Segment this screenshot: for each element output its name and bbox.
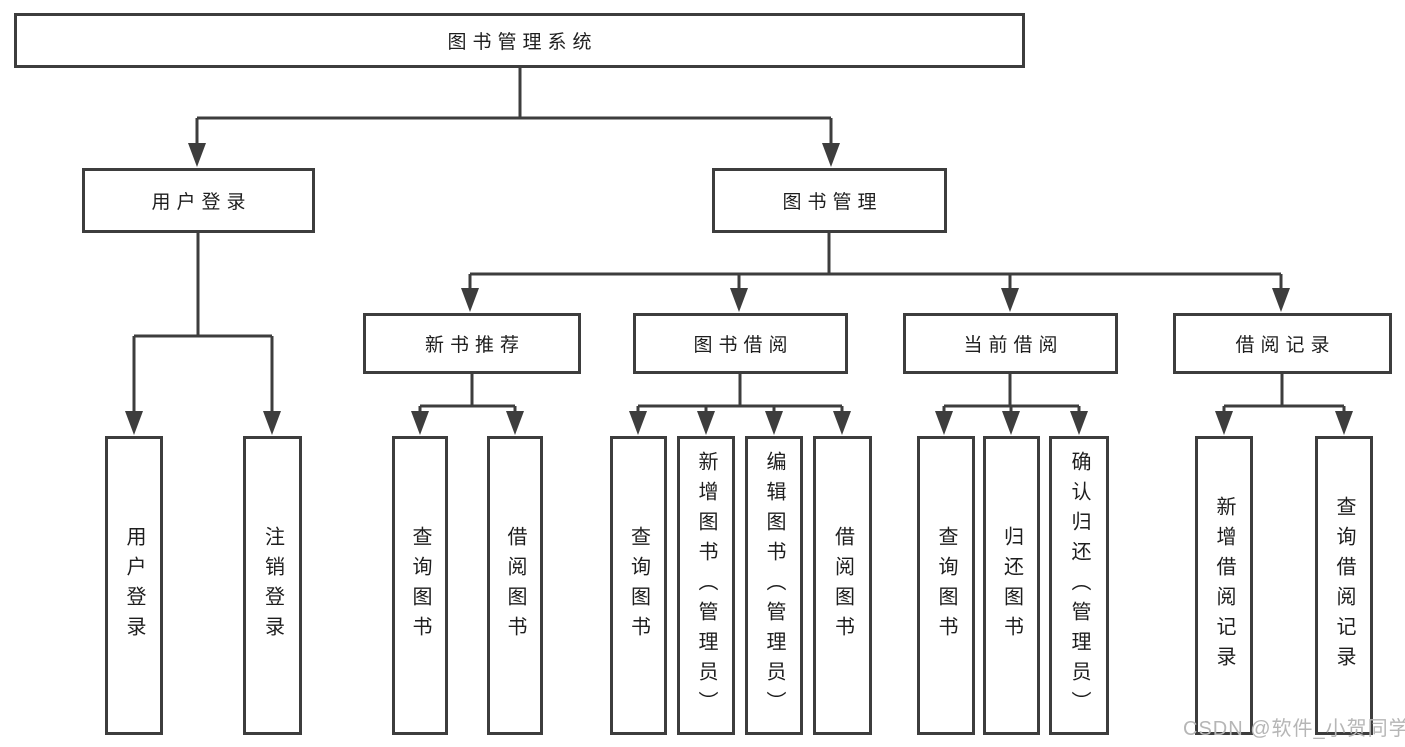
arrowhead-icon [1002,411,1020,435]
leaf-add-borrow-record: 新增借阅记录 [1195,436,1253,735]
node-root-library-system: 图书管理系统 [14,13,1025,68]
leaf-label: 确认归还（管理员） [1068,450,1090,721]
leaf-label: 查询图书 [935,525,957,646]
leaf-label: 归还图书 [1000,525,1023,646]
leaf-return-books: 归还图书 [983,436,1040,735]
arrowhead-icon [1272,288,1290,312]
arrowhead-icon [833,411,851,435]
node-new-book-recommend: 新书推荐 [363,313,581,374]
leaf-label: 编辑图书（管理员） [763,450,785,721]
arrowhead-icon [730,288,748,312]
arrowhead-icon [506,411,524,435]
arrowhead-icon [188,143,206,167]
leaf-query-books-current: 查询图书 [917,436,975,735]
node-label: 图书管理 [782,192,883,213]
node-user-login: 用户登录 [82,168,315,233]
watermark: CSDN @软件_小贺同学 [1183,718,1405,740]
node-borrow-records: 借阅记录 [1173,313,1392,374]
leaf-label: 注销登录 [261,525,284,646]
arrowhead-icon [935,411,953,435]
leaf-borrow-books-recommend: 借阅图书 [487,436,543,735]
leaf-label: 用户登录 [123,525,145,646]
leaf-query-books-borrow: 查询图书 [610,436,667,735]
leaf-label: 新增图书（管理员） [695,450,717,721]
arrowhead-icon [263,411,281,435]
leaf-add-books-admin: 新增图书（管理员） [677,436,735,735]
arrowhead-icon [125,411,143,435]
arrowhead-icon [765,411,783,435]
arrowhead-icon [1001,288,1019,312]
leaf-borrow-books: 借阅图书 [813,436,872,735]
node-label: 图书借阅 [693,335,794,356]
leaf-logout: 注销登录 [243,436,302,735]
leaf-confirm-return-admin: 确认归还（管理员） [1049,436,1109,735]
arrowhead-icon [1335,411,1353,435]
node-book-borrow: 图书借阅 [633,313,848,374]
leaf-label: 查询图书 [627,525,650,646]
arrowhead-icon [1215,411,1233,435]
node-label: 当前借阅 [963,335,1064,356]
node-book-management: 图书管理 [712,168,947,233]
node-label: 用户登录 [151,192,252,213]
leaf-label: 借阅图书 [831,525,854,646]
leaf-user-login: 用户登录 [105,436,163,735]
node-label: 图书管理系统 [447,32,598,53]
node-label: 新书推荐 [424,335,525,356]
arrowhead-icon [1070,411,1088,435]
arrowhead-icon [411,411,429,435]
node-current-borrow: 当前借阅 [903,313,1118,374]
arrowhead-icon [822,143,840,167]
leaf-query-borrow-record: 查询借阅记录 [1315,436,1373,735]
arrowhead-icon [697,411,715,435]
arrowhead-icon [461,288,479,312]
leaf-label: 查询借阅记录 [1333,495,1355,676]
leaf-label: 新增借阅记录 [1213,495,1235,676]
node-label: 借阅记录 [1235,335,1336,356]
arrowhead-icon [629,411,647,435]
leaf-label: 查询图书 [409,525,431,646]
leaf-edit-books-admin: 编辑图书（管理员） [745,436,803,735]
leaf-query-books-recommend: 查询图书 [392,436,448,735]
leaf-label: 借阅图书 [504,525,526,646]
